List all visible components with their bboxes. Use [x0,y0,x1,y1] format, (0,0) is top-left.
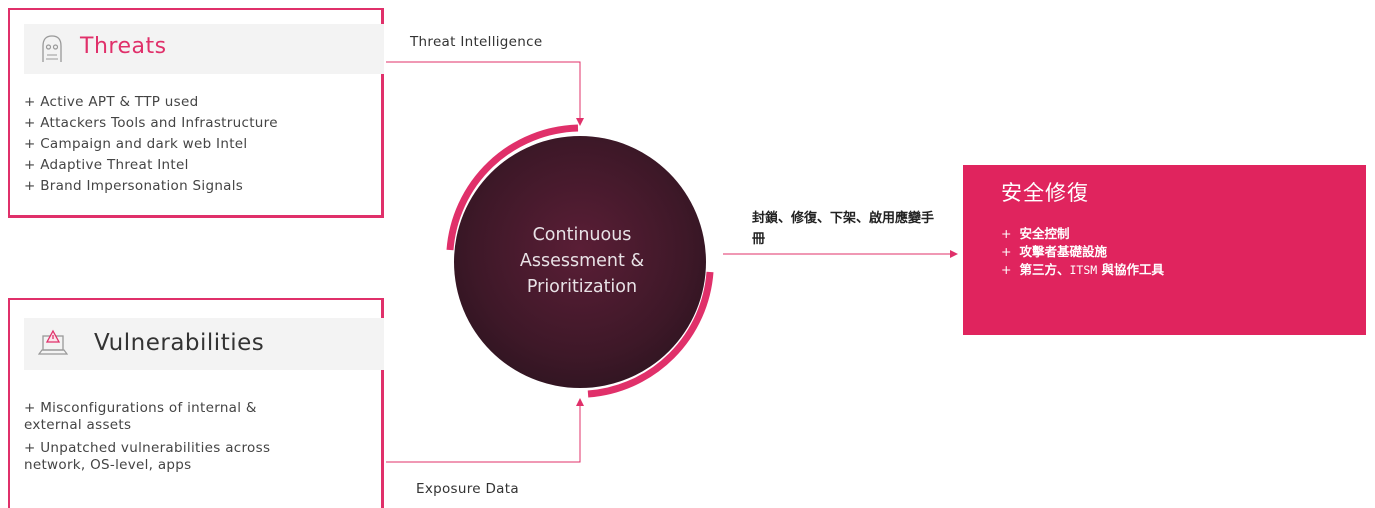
exposure-data-connector [386,404,581,463]
list-item: + Brand Impersonation Signals [24,178,244,194]
remediation-title: 安全修復 [1001,181,1089,205]
threat-intelligence-label: Threat Intelligence [410,34,543,50]
action-arrowhead [950,250,958,258]
exposure-data-label: Exposure Data [416,481,519,497]
hooded-hacker-icon [40,34,64,64]
list-item-text-post: 與協作工具 [1097,262,1165,277]
plus-icon: + [1001,244,1012,259]
top-left-arc [446,124,579,251]
list-item-text: 安全控制 [1019,226,1070,241]
remediation-card: 安全修復 + 安全控制 + 攻擊者基礎設施 + 第三方、ITSM 與協作工具 [963,165,1366,335]
assessment-circle [454,136,706,388]
assessment-label-line3: Prioritization [526,277,638,297]
list-item: + 安全控制 [1001,225,1164,243]
assessment-label-line1: Continuous [532,225,632,245]
threats-title: Threats [80,34,167,59]
list-item: + Adaptive Threat Intel [24,157,189,173]
list-item-text-pre: 第三方、 [1019,262,1070,277]
list-item: + 攻擊者基礎設施 [1001,243,1164,261]
laptop-warning-icon [37,328,69,358]
list-item: + Attackers Tools and Infrastructure [24,115,278,131]
vulnerabilities-card: Vulnerabilities + Misconfigurations of i… [8,298,384,508]
vulnerabilities-header: Vulnerabilities [24,318,384,370]
plus-icon: + [1001,226,1012,241]
threats-list: + Active APT & TTP used + Attackers Tool… [24,92,278,197]
vulnerabilities-list: + Misconfigurations of internal & extern… [24,400,314,480]
list-item: + Misconfigurations of internal & extern… [24,400,257,433]
exposure-data-arrowhead [576,398,584,406]
threats-header: Threats [24,24,384,74]
plus-icon: + [1001,262,1012,277]
assessment-label: Continuous Assessment & Prioritization [492,222,672,300]
threat-intel-arrowhead [576,118,584,126]
list-item: + Unpatched vulnerabilities across netwo… [24,440,271,473]
list-item-text-mono: ITSM [1069,263,1098,277]
vulnerabilities-title: Vulnerabilities [94,330,265,356]
action-label: 封鎖、修復、下架、啟用應變手冊 [752,211,935,247]
list-item-text: 攻擊者基礎設施 [1019,244,1107,259]
assessment-label-line2: Assessment & [519,251,645,271]
remediation-list: + 安全控制 + 攻擊者基礎設施 + 第三方、ITSM 與協作工具 [1001,225,1164,279]
list-item: + 第三方、ITSM 與協作工具 [1001,261,1164,279]
threats-card: Threats + Active APT & TTP used + Attack… [8,8,384,218]
threat-intel-connector [386,61,581,120]
bottom-right-arc [587,271,714,398]
list-item: + Active APT & TTP used [24,94,199,110]
list-item: + Campaign and dark web Intel [24,136,248,152]
